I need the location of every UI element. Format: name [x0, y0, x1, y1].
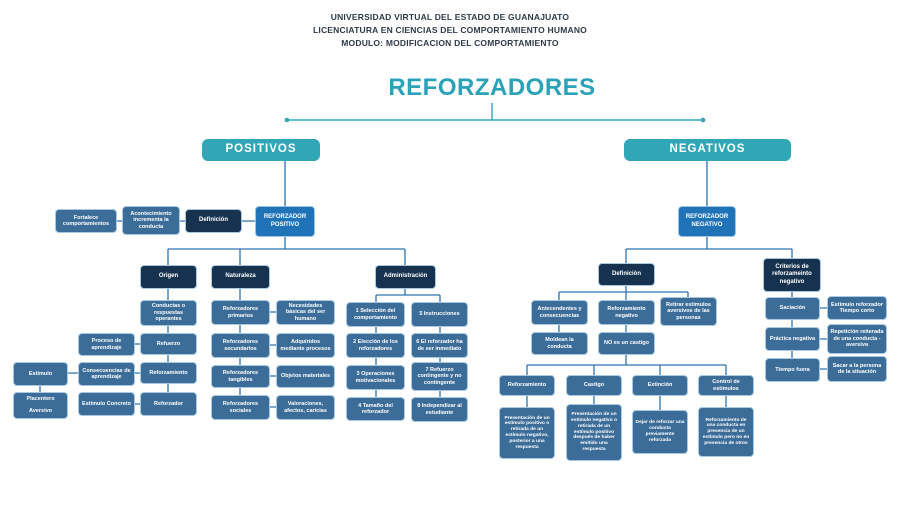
- node-fortalece-comportamientos: Fortalece comportamientos: [55, 209, 117, 233]
- node-reforzador-positivo: REFORZADOR POSITIVO: [255, 206, 315, 237]
- node-reforzamiento: Reforzamiento: [140, 362, 197, 384]
- node-admin-8: 8 Independizar al estudiante: [411, 397, 468, 422]
- node-tiempo-fuera: Tiempo fuera: [765, 358, 820, 382]
- node-sacar-persona: Sacar a la persona de la situación: [827, 356, 887, 382]
- node-necesidades-basicas: Necesidades básicas del ser humano: [276, 300, 335, 325]
- node-no-es-castigo: NO es un castigo: [598, 332, 655, 355]
- node-proc-extincion: Extinción: [632, 375, 688, 396]
- node-proc-reforzamiento-desc: Presentación de un estímulo positivo o r…: [499, 407, 555, 459]
- node-definicion-positivo: Definición: [185, 209, 242, 233]
- node-acontecimiento-incrementa: Acontecimiento incrementa la conducta: [122, 206, 180, 235]
- node-proc-extincion-desc: Dejar de reforzar una conducta previamen…: [632, 410, 688, 454]
- node-reforzador: Reforzador: [140, 392, 197, 416]
- node-admin-4: 4 Tamaño del reforzador: [346, 397, 405, 421]
- node-origen: Origen: [140, 265, 197, 289]
- node-proceso-aprendizaje: Proceso de aprendizaje: [78, 333, 135, 356]
- node-estimulo-concreto: Estímulo Concreto: [78, 392, 135, 416]
- node-admin-1: 1 Selección del comportamiento: [346, 302, 405, 327]
- node-admin-2: 2 Elección de los reforzadores: [346, 333, 405, 358]
- node-administracion: Administración: [375, 265, 436, 289]
- node-saciacion: Saciación: [765, 297, 820, 320]
- node-conductas-operantes: Conductas o respuestas operantes: [140, 300, 197, 326]
- node-valoraciones-afectos: Valoraciones, afectos, caricias: [276, 395, 335, 420]
- node-reforzadores-primarios: Reforzadores primarios: [211, 300, 270, 325]
- node-reforzadores-secundarios: Reforzadores secundarios: [211, 333, 270, 358]
- node-reforzadores-tangibles: Reforzadores tangibles: [211, 365, 270, 388]
- node-reforzadores-sociales: Reforzadores sociales: [211, 395, 270, 420]
- node-admin-3: 3 Operaciones motivacionales: [346, 365, 405, 390]
- node-reforzamiento-negativo: Reforzamiento negativo: [598, 300, 655, 325]
- node-practica-negativa: Práctica negativa: [765, 327, 820, 351]
- node-consecuencias-aprendizaje: Consecuencias de aprendizaje: [78, 362, 135, 386]
- node-estimulo: Estímulo: [13, 362, 68, 386]
- node-objetos-materiales: Objetos materiales: [276, 365, 335, 388]
- node-negativos: NEGATIVOS: [624, 139, 791, 161]
- node-definicion-negativo: Definición: [598, 263, 655, 286]
- node-proc-control-estimulos: Control de estímulos: [698, 375, 754, 396]
- node-repeticion-reiterada: Repetición reiterada de una conducta - a…: [827, 324, 887, 354]
- node-estimulo-reforzador-tiempo-corto: Estímulo reforzador Tiempo corto: [827, 296, 887, 320]
- node-refuerzo: Refuerzo: [140, 333, 197, 355]
- node-proc-castigo-desc: Presentación de un estímulo negativo o r…: [566, 404, 622, 461]
- node-moldean-conducta: Moldean la conducta: [531, 332, 588, 355]
- node-admin-7: 7 Refuerzo contingente y no contingente: [411, 362, 468, 391]
- program-line: LICENCIATURA EN CIENCIAS DEL COMPORTAMIE…: [313, 25, 587, 35]
- node-proc-reforzamiento: Reforzamiento: [499, 375, 555, 396]
- node-antecedentes-consecuencias: Antecendentes y consecuencias: [531, 300, 588, 325]
- node-admin-6: 6 El reforzador ha de ser inmediato: [411, 333, 468, 358]
- node-admin-5: 5 Instrucciones: [411, 302, 468, 327]
- node-adquiridos-procesos: Adquiridos mediante procesos: [276, 333, 335, 358]
- main-title: REFORZADORES: [388, 74, 596, 101]
- node-positivos: POSITIVOS: [202, 139, 320, 161]
- node-proc-control-desc: Reforzamiento de una conducta en presenc…: [698, 407, 754, 457]
- university-line: UNIVERSIDAD VIRTUAL DEL ESTADO DE GUANAJ…: [330, 12, 570, 22]
- node-criterios-reforzamiento-negativo: Criterios de reforzameinto negativo: [763, 258, 821, 292]
- node-placentero-aversivo: Placentero Aversivo: [13, 392, 68, 419]
- node-retirar-estimulos: Retirar estímulos aversivos de las perso…: [660, 297, 717, 326]
- module-line: MODULO: MODIFICACION DEL COMPORTAMIENTO: [341, 38, 559, 48]
- node-proc-castigo: Castigo: [566, 375, 622, 396]
- node-naturaleza: Naturaleza: [211, 265, 270, 289]
- node-reforzador-negativo: REFORZADOR NEGATIVO: [678, 206, 736, 237]
